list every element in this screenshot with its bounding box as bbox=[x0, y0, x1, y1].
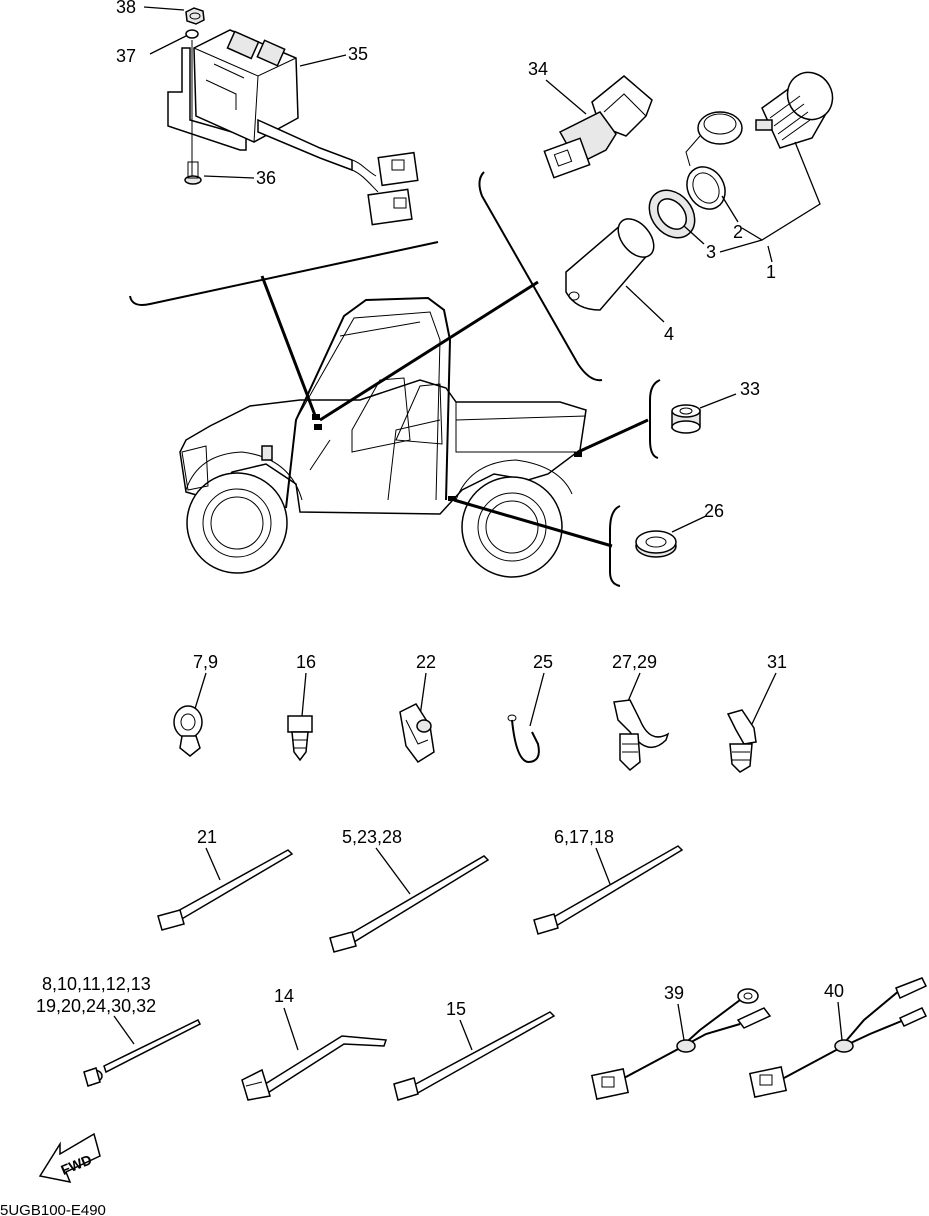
callout-38: 38 bbox=[116, 0, 136, 17]
callout-8-group-line2: 19,20,24,30,32 bbox=[36, 996, 156, 1016]
callout-5-23-28: 5,23,28 bbox=[342, 827, 402, 847]
vehicle-illustration bbox=[179, 296, 587, 578]
cable-tie-8-group bbox=[83, 1018, 202, 1087]
callout-4: 4 bbox=[664, 324, 674, 344]
callout-1: 1 bbox=[766, 262, 776, 282]
relay-bracket bbox=[167, 47, 247, 151]
relay-connector-1 bbox=[377, 151, 419, 187]
clamp-31 bbox=[726, 709, 757, 773]
callout-34: 34 bbox=[528, 59, 548, 79]
grommet-33 bbox=[671, 404, 701, 434]
callout-37: 37 bbox=[116, 46, 136, 66]
callout-35: 35 bbox=[348, 44, 368, 64]
cable-tie-6-17-18 bbox=[533, 845, 684, 935]
wire-lead-40 bbox=[748, 977, 928, 1098]
clamp-22 bbox=[399, 703, 435, 764]
clamp-27-29 bbox=[613, 699, 670, 772]
callout-7-9: 7,9 bbox=[193, 652, 218, 672]
clamp-25 bbox=[507, 714, 540, 764]
ring-nut-3 bbox=[648, 189, 696, 239]
callout-6-17-18: 6,17,18 bbox=[554, 827, 614, 847]
callout-16: 16 bbox=[296, 652, 316, 672]
callout-31: 31 bbox=[767, 652, 787, 672]
cable-tie-15 bbox=[393, 1011, 556, 1101]
callout-40: 40 bbox=[824, 981, 844, 1001]
callout-36: 36 bbox=[256, 168, 276, 188]
clamp-7-9 bbox=[173, 705, 203, 757]
cable-tie-21 bbox=[157, 849, 294, 931]
callout-26: 26 bbox=[704, 501, 724, 521]
cable-tie-14 bbox=[241, 1035, 388, 1101]
callout-33: 33 bbox=[740, 379, 760, 399]
callout-25: 25 bbox=[533, 652, 553, 672]
socket-body-1 bbox=[755, 71, 834, 149]
callout-39: 39 bbox=[664, 983, 684, 1003]
relay-connector-2 bbox=[367, 188, 413, 226]
wire-lead-39 bbox=[590, 988, 772, 1100]
relay-assembly bbox=[167, 7, 419, 226]
clamp-16 bbox=[287, 715, 313, 762]
callout-21: 21 bbox=[197, 827, 217, 847]
callout-22: 22 bbox=[416, 652, 436, 672]
grommet-26 bbox=[635, 530, 677, 558]
sensor-34 bbox=[543, 75, 653, 179]
relay-wire bbox=[257, 118, 353, 172]
cable-tie-5-23-28 bbox=[329, 855, 490, 953]
socket-cover-4 bbox=[565, 218, 655, 311]
callout-8-group-line1: 8,10,11,12,13 bbox=[42, 974, 151, 994]
bolt-36 bbox=[184, 40, 202, 185]
nut-38 bbox=[185, 7, 205, 25]
washer-37 bbox=[185, 29, 199, 39]
callout-3: 3 bbox=[706, 242, 716, 262]
callout-14: 14 bbox=[274, 986, 294, 1006]
diagram-code: 5UGB100-E490 bbox=[0, 1202, 106, 1216]
fwd-arrow-icon: FWD bbox=[38, 1132, 101, 1184]
callout-2: 2 bbox=[733, 222, 743, 242]
callout-27-29: 27,29 bbox=[612, 652, 657, 672]
callout-15: 15 bbox=[446, 999, 466, 1019]
socket-cap-2 bbox=[685, 111, 743, 210]
